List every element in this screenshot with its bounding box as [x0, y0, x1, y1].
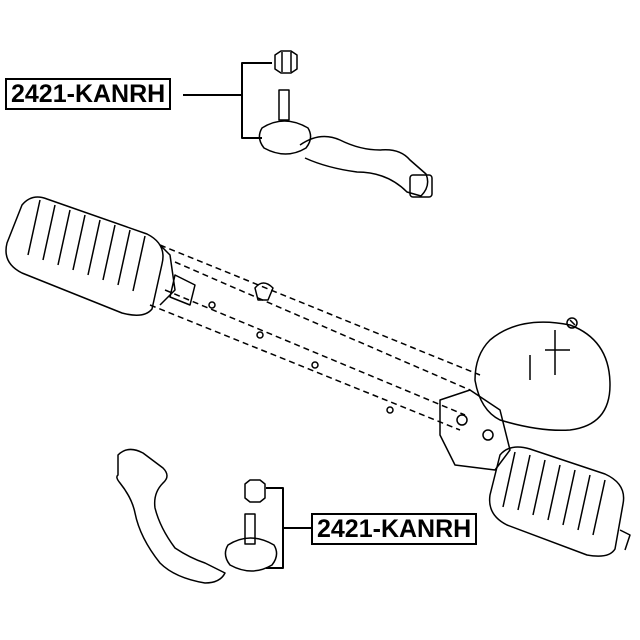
part-number-label-top: 2421-KANRH: [5, 78, 172, 110]
top-leader-lines: [183, 62, 272, 139]
bottom-leader-lines: [266, 487, 311, 569]
rack-housing-solid: [159, 244, 394, 414]
top-tie-rod-end: [258, 89, 433, 198]
bottom-tie-rod-end: [116, 448, 278, 584]
rack-housing: [149, 244, 481, 431]
top-nut: [274, 50, 298, 74]
part-number-label-bottom: 2421-KANRH: [311, 513, 478, 545]
pinion-housing: [439, 317, 611, 471]
bottom-nut: [244, 479, 266, 503]
right-boot: [488, 446, 631, 557]
left-boot: [5, 196, 164, 316]
